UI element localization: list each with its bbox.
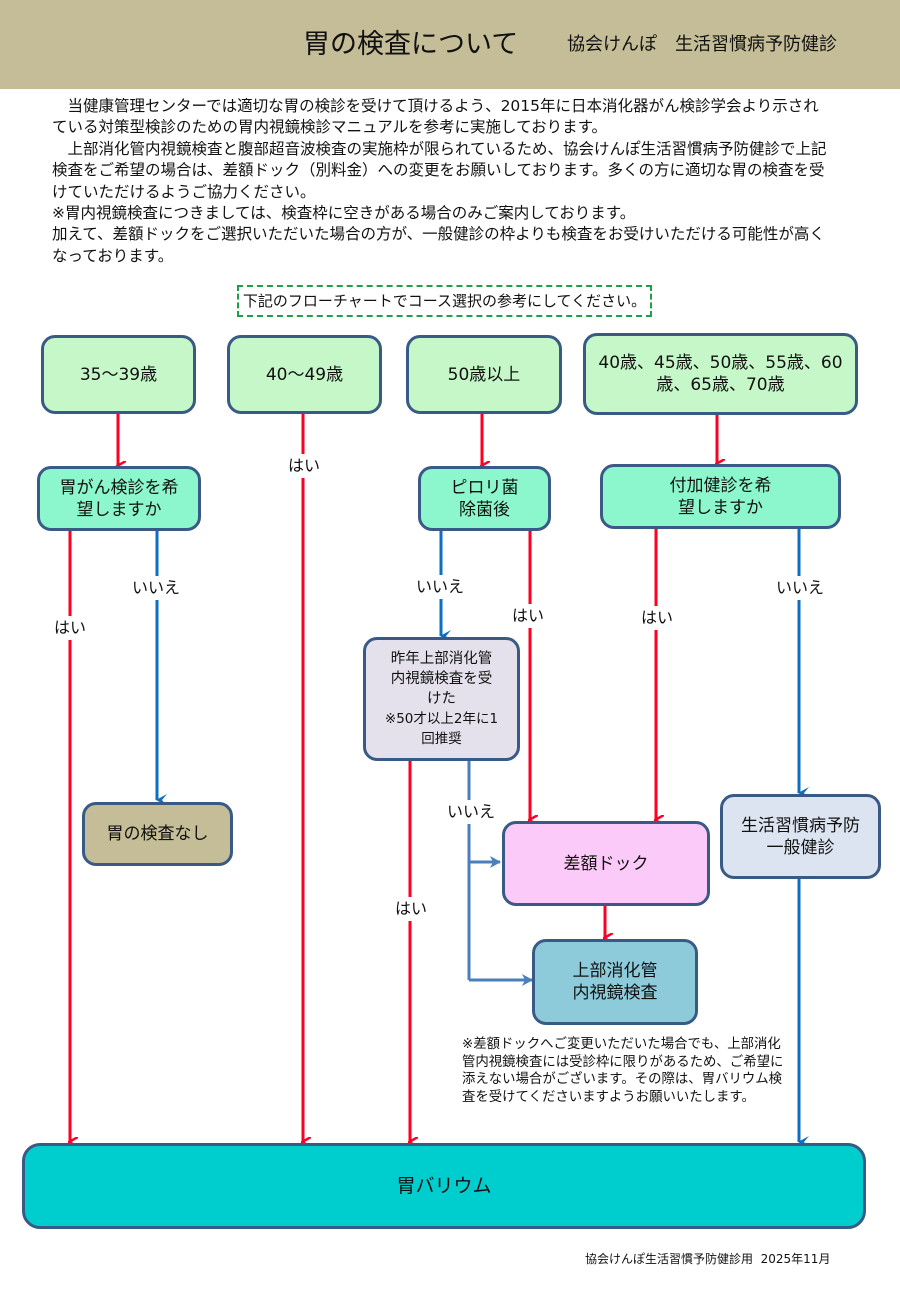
age-35-39-box: 35～39歳 bbox=[41, 335, 196, 414]
question-additional-box: 付加健診を希望しますか bbox=[600, 464, 841, 529]
no-label: いいえ bbox=[447, 800, 496, 824]
result-dock-box: 差額ドック bbox=[502, 821, 710, 906]
question-pylori-label: ピロリ菌除菌後 bbox=[450, 477, 519, 520]
intro-paragraph: 当健康管理センターでは適切な胃の検診を受けて頂けるよう、2015年に日本消化器が… bbox=[52, 97, 819, 137]
footer-text: 協会けんぽ生活習慣予防健診用 2025年11月 bbox=[585, 1252, 831, 1266]
question-last-year-note: ※50才以上2年に1回推奨 bbox=[384, 711, 499, 747]
no-label: いいえ bbox=[132, 576, 181, 600]
age-50-plus-label: 50歳以上 bbox=[447, 364, 521, 385]
result-barium-box: 胃バリウム bbox=[22, 1143, 866, 1229]
question-gastric-cancer-box: 胃がん検診を希望しますか bbox=[37, 466, 201, 531]
yes-label: はい bbox=[641, 606, 674, 630]
age-milestones-box: 40歳、45歳、50歳、55歳、60歳、65歳、70歳 bbox=[583, 333, 858, 415]
question-last-year-label: 昨年上部消化管内視鏡検査を受けた bbox=[390, 651, 493, 707]
intro-paragraph: 加えて、差額ドックをご選択いただいた場合の方が、一般健診の枠よりも検査をお受けい… bbox=[52, 225, 825, 265]
question-pylori-box: ピロリ菌除菌後 bbox=[418, 466, 551, 531]
result-endoscopy-box: 上部消化管内視鏡検査 bbox=[532, 939, 698, 1025]
page-title: 胃の検査について bbox=[303, 29, 519, 60]
intro-paragraph: 上部消化管内視鏡検査と腹部超音波検査の実施枠が限られているため、協会けんぽ生活習… bbox=[52, 139, 827, 201]
intro-text: 当健康管理センターでは適切な胃の検診を受けて頂けるよう、2015年に日本消化器が… bbox=[52, 96, 832, 267]
yes-label: はい bbox=[288, 454, 321, 478]
question-gastric-cancer-label: 胃がん検診を希望しますか bbox=[59, 477, 179, 520]
age-40-49-box: 40～49歳 bbox=[227, 335, 382, 414]
result-no-exam-label: 胃の検査なし bbox=[106, 824, 209, 844]
result-endoscopy-label: 上部消化管内視鏡検査 bbox=[572, 961, 658, 1003]
age-50-plus-box: 50歳以上 bbox=[406, 335, 562, 414]
yes-label: はい bbox=[395, 897, 428, 921]
no-label: いいえ bbox=[776, 576, 825, 600]
yes-label: はい bbox=[512, 604, 545, 628]
age-40-49-label: 40～49歳 bbox=[265, 364, 344, 385]
no-label: いいえ bbox=[416, 575, 465, 599]
result-barium-label: 胃バリウム bbox=[396, 1175, 492, 1197]
age-milestones-label: 40歳、45歳、50歳、55歳、60歳、65歳、70歳 bbox=[598, 353, 843, 395]
result-no-exam-box: 胃の検査なし bbox=[82, 802, 233, 866]
result-dock-label: 差額ドック bbox=[563, 853, 649, 874]
question-last-year-box: 昨年上部消化管内視鏡検査を受けた ※50才以上2年に1回推奨 bbox=[363, 637, 520, 761]
flowchart-guide-note: 下記のフローチャートでコース選択の参考にしてください。 bbox=[237, 285, 652, 317]
result-general-box: 生活習慣病予防一般健診 bbox=[720, 794, 881, 879]
age-35-39-label: 35～39歳 bbox=[79, 364, 158, 385]
page-header: 胃の検査について 協会けんぽ 生活習慣病予防健診 bbox=[0, 0, 900, 89]
yes-label: はい bbox=[54, 616, 87, 640]
dock-caution-note: ※差額ドックへご変更いただいた場合でも、上部消化管内視鏡検査には受診枠に限りがあ… bbox=[462, 1037, 784, 1105]
intro-paragraph: ※胃内視鏡検査につきましては、検査枠に空きがある場合のみご案内しております。 bbox=[52, 204, 636, 223]
page-subtitle: 協会けんぽ 生活習慣病予防健診 bbox=[567, 34, 837, 55]
result-general-label: 生活習慣病予防一般健診 bbox=[741, 815, 860, 858]
question-additional-label: 付加健診を希望しますか bbox=[669, 475, 772, 518]
